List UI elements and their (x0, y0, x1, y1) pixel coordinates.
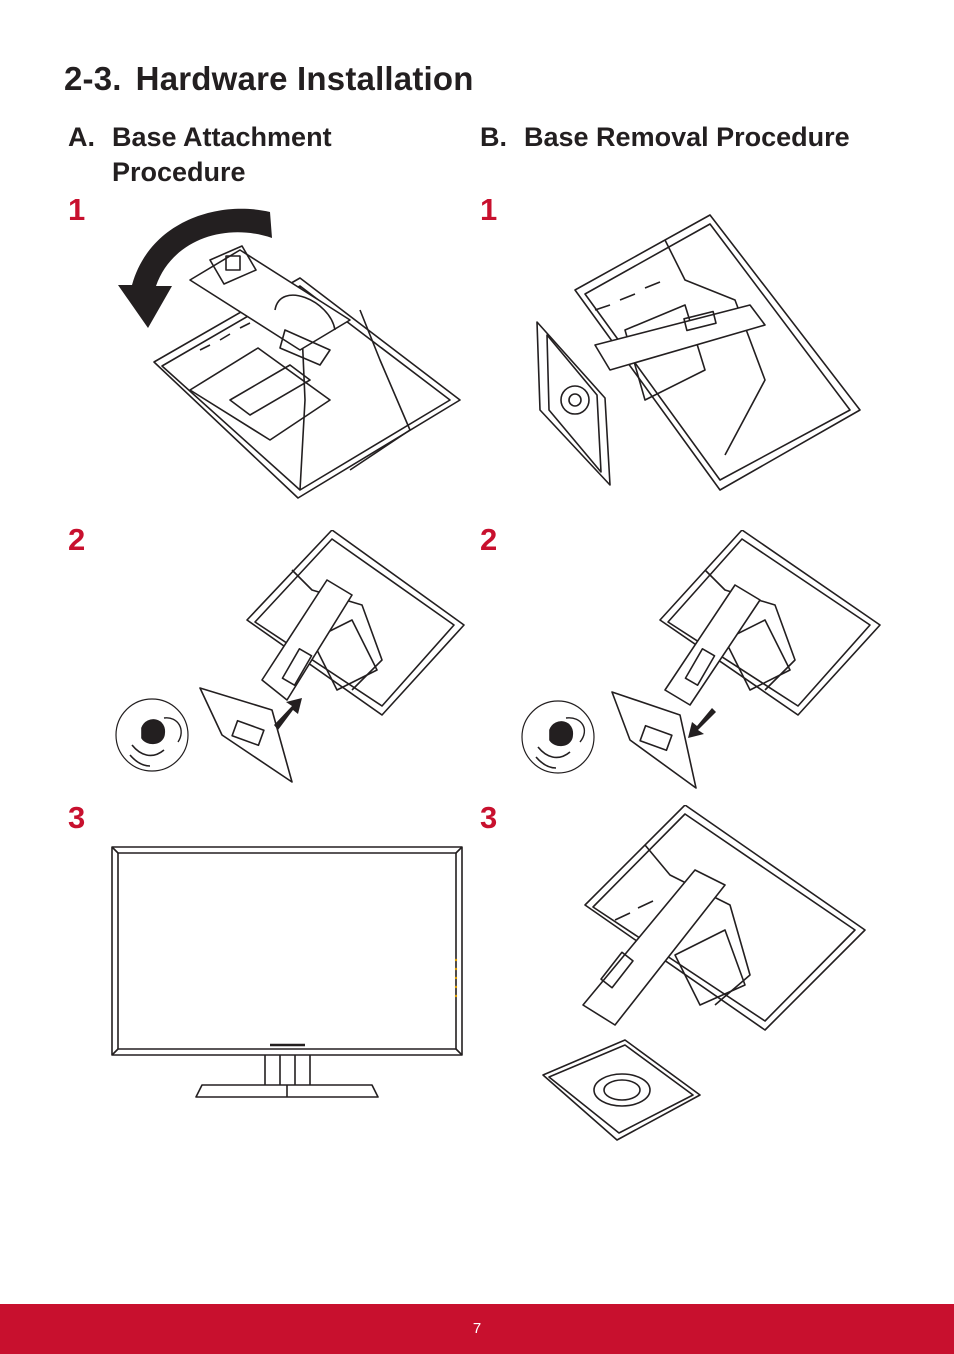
section-number: 2-3. (64, 60, 122, 97)
procedure-a-heading: A. Base Attachment Procedure (68, 120, 398, 190)
figure-b1-monitor-with-base (535, 210, 865, 495)
rotate-arrow-icon (118, 208, 272, 328)
procedure-b-title: Base Removal Procedure (524, 122, 850, 152)
step-a-2: 2 (68, 522, 86, 557)
step-b-1: 1 (480, 192, 498, 227)
page-title: 2-3. Hardware Installation (64, 60, 474, 98)
footer-bar: 7 (0, 1304, 954, 1354)
insert-arrow-icon (274, 698, 302, 730)
section-title: Hardware Installation (135, 60, 474, 97)
rotate-counterclockwise-icon (565, 717, 585, 743)
rotate-clockwise-icon (163, 717, 182, 743)
figure-b2-loosen-screw (520, 530, 885, 792)
step-b-3: 3 (480, 800, 498, 835)
procedure-a-letter: A. (68, 122, 95, 152)
figure-a3-assembled-monitor (110, 845, 465, 1105)
procedure-b-letter: B. (480, 122, 507, 152)
figure-a1-attach-stand (110, 200, 470, 505)
step-b-2: 2 (480, 522, 498, 557)
procedure-b-heading: B. Base Removal Procedure (480, 120, 920, 155)
figure-b3-base-detached (535, 805, 870, 1150)
procedure-a-title-line2: Procedure (112, 157, 246, 187)
procedure-a-title-line1: Base Attachment (112, 122, 332, 152)
step-a-1: 1 (68, 192, 86, 227)
remove-arrow-icon (688, 708, 716, 738)
page-number: 7 (472, 1320, 482, 1337)
figure-a2-secure-screw (112, 530, 472, 790)
step-a-3: 3 (68, 800, 86, 835)
